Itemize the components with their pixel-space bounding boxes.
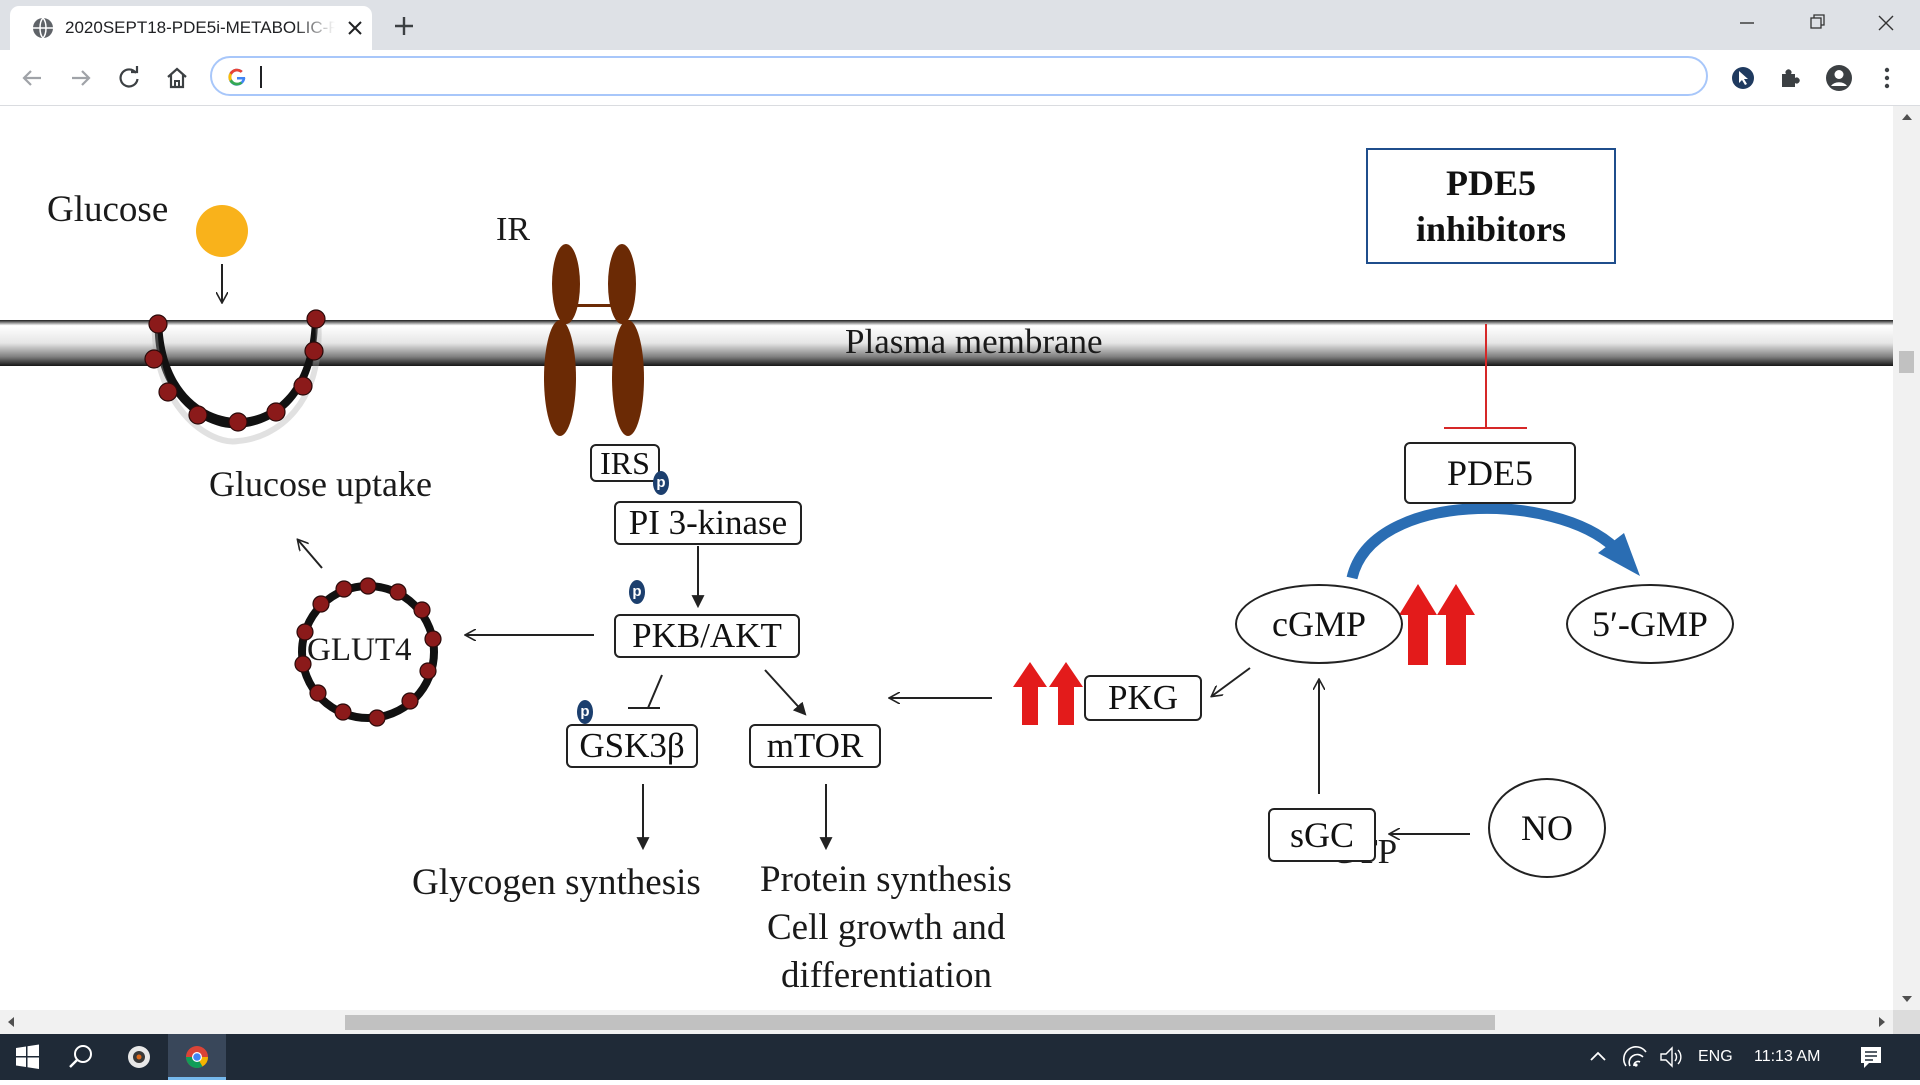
curved-arrow-cgmp-to-5gmp	[1346, 503, 1619, 580]
notification-icon[interactable]	[1856, 1034, 1886, 1080]
taskbar-chrome-active[interactable]	[168, 1034, 226, 1080]
node-irs: IRS	[590, 444, 660, 482]
label-glucose-uptake: Glucose uptake	[209, 464, 432, 504]
back-arrow-icon[interactable]	[17, 63, 47, 93]
browser-toolbar	[0, 50, 1920, 106]
media-app-icon[interactable]	[122, 1034, 156, 1080]
windows-taskbar: ENG 11:13 AM	[0, 1034, 1920, 1080]
up-arrows-pkg	[1013, 662, 1083, 725]
vertical-scrollbar[interactable]	[1893, 106, 1920, 1010]
scroll-right-icon[interactable]	[1877, 1016, 1887, 1028]
phospho-badge-pkb: p	[629, 580, 645, 604]
horizontal-scroll-thumb[interactable]	[345, 1015, 1495, 1030]
cursor-extension-icon[interactable]	[1728, 63, 1758, 93]
address-bar[interactable]	[210, 56, 1708, 96]
node-mtor: mTOR	[749, 724, 881, 768]
plus-icon[interactable]	[390, 12, 418, 40]
reload-icon[interactable]	[114, 63, 144, 93]
node-no: NO	[1488, 778, 1606, 878]
arrow-cgmp-to-pkg	[1212, 667, 1251, 696]
chevron-up-icon[interactable]	[1586, 1034, 1610, 1080]
glut4-beads	[294, 577, 442, 727]
pde5-inhibitors-line-2: inhibitors	[1415, 209, 1567, 249]
chrome-icon	[168, 1046, 226, 1080]
node-5-gmp: 5′-GMP	[1566, 584, 1734, 664]
page-viewport: Glucose IR Plasma membrane Glucose uptak…	[0, 106, 1893, 1010]
clock-time[interactable]: 11:13 AM	[1754, 1048, 1821, 1065]
home-icon[interactable]	[162, 63, 192, 93]
wifi-icon[interactable]	[1622, 1034, 1650, 1080]
label-cell-growth: Cell growth and	[767, 907, 1006, 948]
vertical-scroll-thumb[interactable]	[1899, 351, 1914, 373]
label-protein-synthesis: Protein synthesis	[760, 859, 1012, 900]
up-arrows-cgmp	[1399, 584, 1475, 665]
scroll-left-icon[interactable]	[6, 1016, 16, 1028]
text-caret	[260, 66, 262, 88]
globe-icon	[33, 17, 53, 39]
scroll-down-icon[interactable]	[1901, 994, 1913, 1004]
uptake-cup-beads	[144, 309, 326, 432]
browser-tab-strip: 2020SEPT18-PDE5i-METABOLIC-FLOWCHART	[0, 0, 1920, 50]
pathway-drawing	[0, 205, 1893, 851]
restore-icon[interactable]	[1794, 8, 1840, 38]
node-pde5-inhibitors: PDE5 inhibitors	[1366, 148, 1616, 264]
pathway-figure: Glucose IR Plasma membrane Glucose uptak…	[0, 106, 1893, 1010]
kebab-menu-icon[interactable]	[1872, 63, 1902, 93]
node-pkb-akt: PKB/AKT	[614, 614, 800, 658]
node-cgmp: cGMP	[1235, 584, 1403, 664]
forward-arrow-icon[interactable]	[66, 63, 96, 93]
label-ir: IR	[496, 211, 530, 248]
node-pi3k: PI 3-kinase	[614, 501, 802, 545]
inhibit-pkb-gsk3b	[647, 674, 663, 709]
search-icon[interactable]	[64, 1034, 98, 1080]
label-glucose: Glucose	[47, 189, 169, 230]
scrollbar-corner	[1893, 1010, 1920, 1034]
profile-icon[interactable]	[1824, 63, 1854, 93]
label-glycogen-synthesis: Glycogen synthesis	[412, 862, 701, 903]
tab-title: 2020SEPT18-PDE5i-METABOLIC-FLOWCHART	[65, 18, 335, 37]
horizontal-scrollbar[interactable]	[0, 1010, 1893, 1034]
google-g-icon	[228, 68, 246, 86]
glucose-molecule	[196, 205, 248, 257]
windows-start-icon[interactable]	[10, 1034, 44, 1080]
tab-active[interactable]: 2020SEPT18-PDE5i-METABOLIC-FLOWCHART	[10, 6, 372, 50]
phospho-badge-irs: p	[653, 471, 669, 495]
node-sgc: sGC	[1268, 808, 1376, 862]
volume-icon[interactable]	[1656, 1034, 1686, 1080]
pde5-inhibitors-line-1: PDE5	[1446, 163, 1536, 203]
minimize-icon[interactable]	[1724, 8, 1770, 38]
language-indicator[interactable]: ENG	[1698, 1048, 1733, 1065]
phospho-badge-gsk3b: p	[577, 700, 593, 724]
window-close-icon[interactable]	[1863, 8, 1909, 38]
puzzle-extensions-icon[interactable]	[1776, 63, 1806, 93]
label-glut4: GLUT4	[307, 632, 412, 668]
node-gsk3b: GSK3β	[566, 724, 698, 768]
inhibit-pde5	[1444, 324, 1527, 429]
node-pde5: PDE5	[1404, 442, 1576, 504]
insulin-receptor	[544, 244, 644, 436]
scroll-up-icon[interactable]	[1901, 112, 1913, 122]
node-pkg: PKG	[1084, 675, 1202, 721]
label-plasma-membrane: Plasma membrane	[845, 322, 1103, 361]
address-input[interactable]	[258, 62, 1678, 90]
close-icon[interactable]	[343, 16, 367, 40]
arrow-glut4-to-uptake	[298, 540, 323, 569]
label-differentiation: differentiation	[781, 955, 992, 996]
arrow-pkb-to-mtor	[764, 669, 807, 716]
